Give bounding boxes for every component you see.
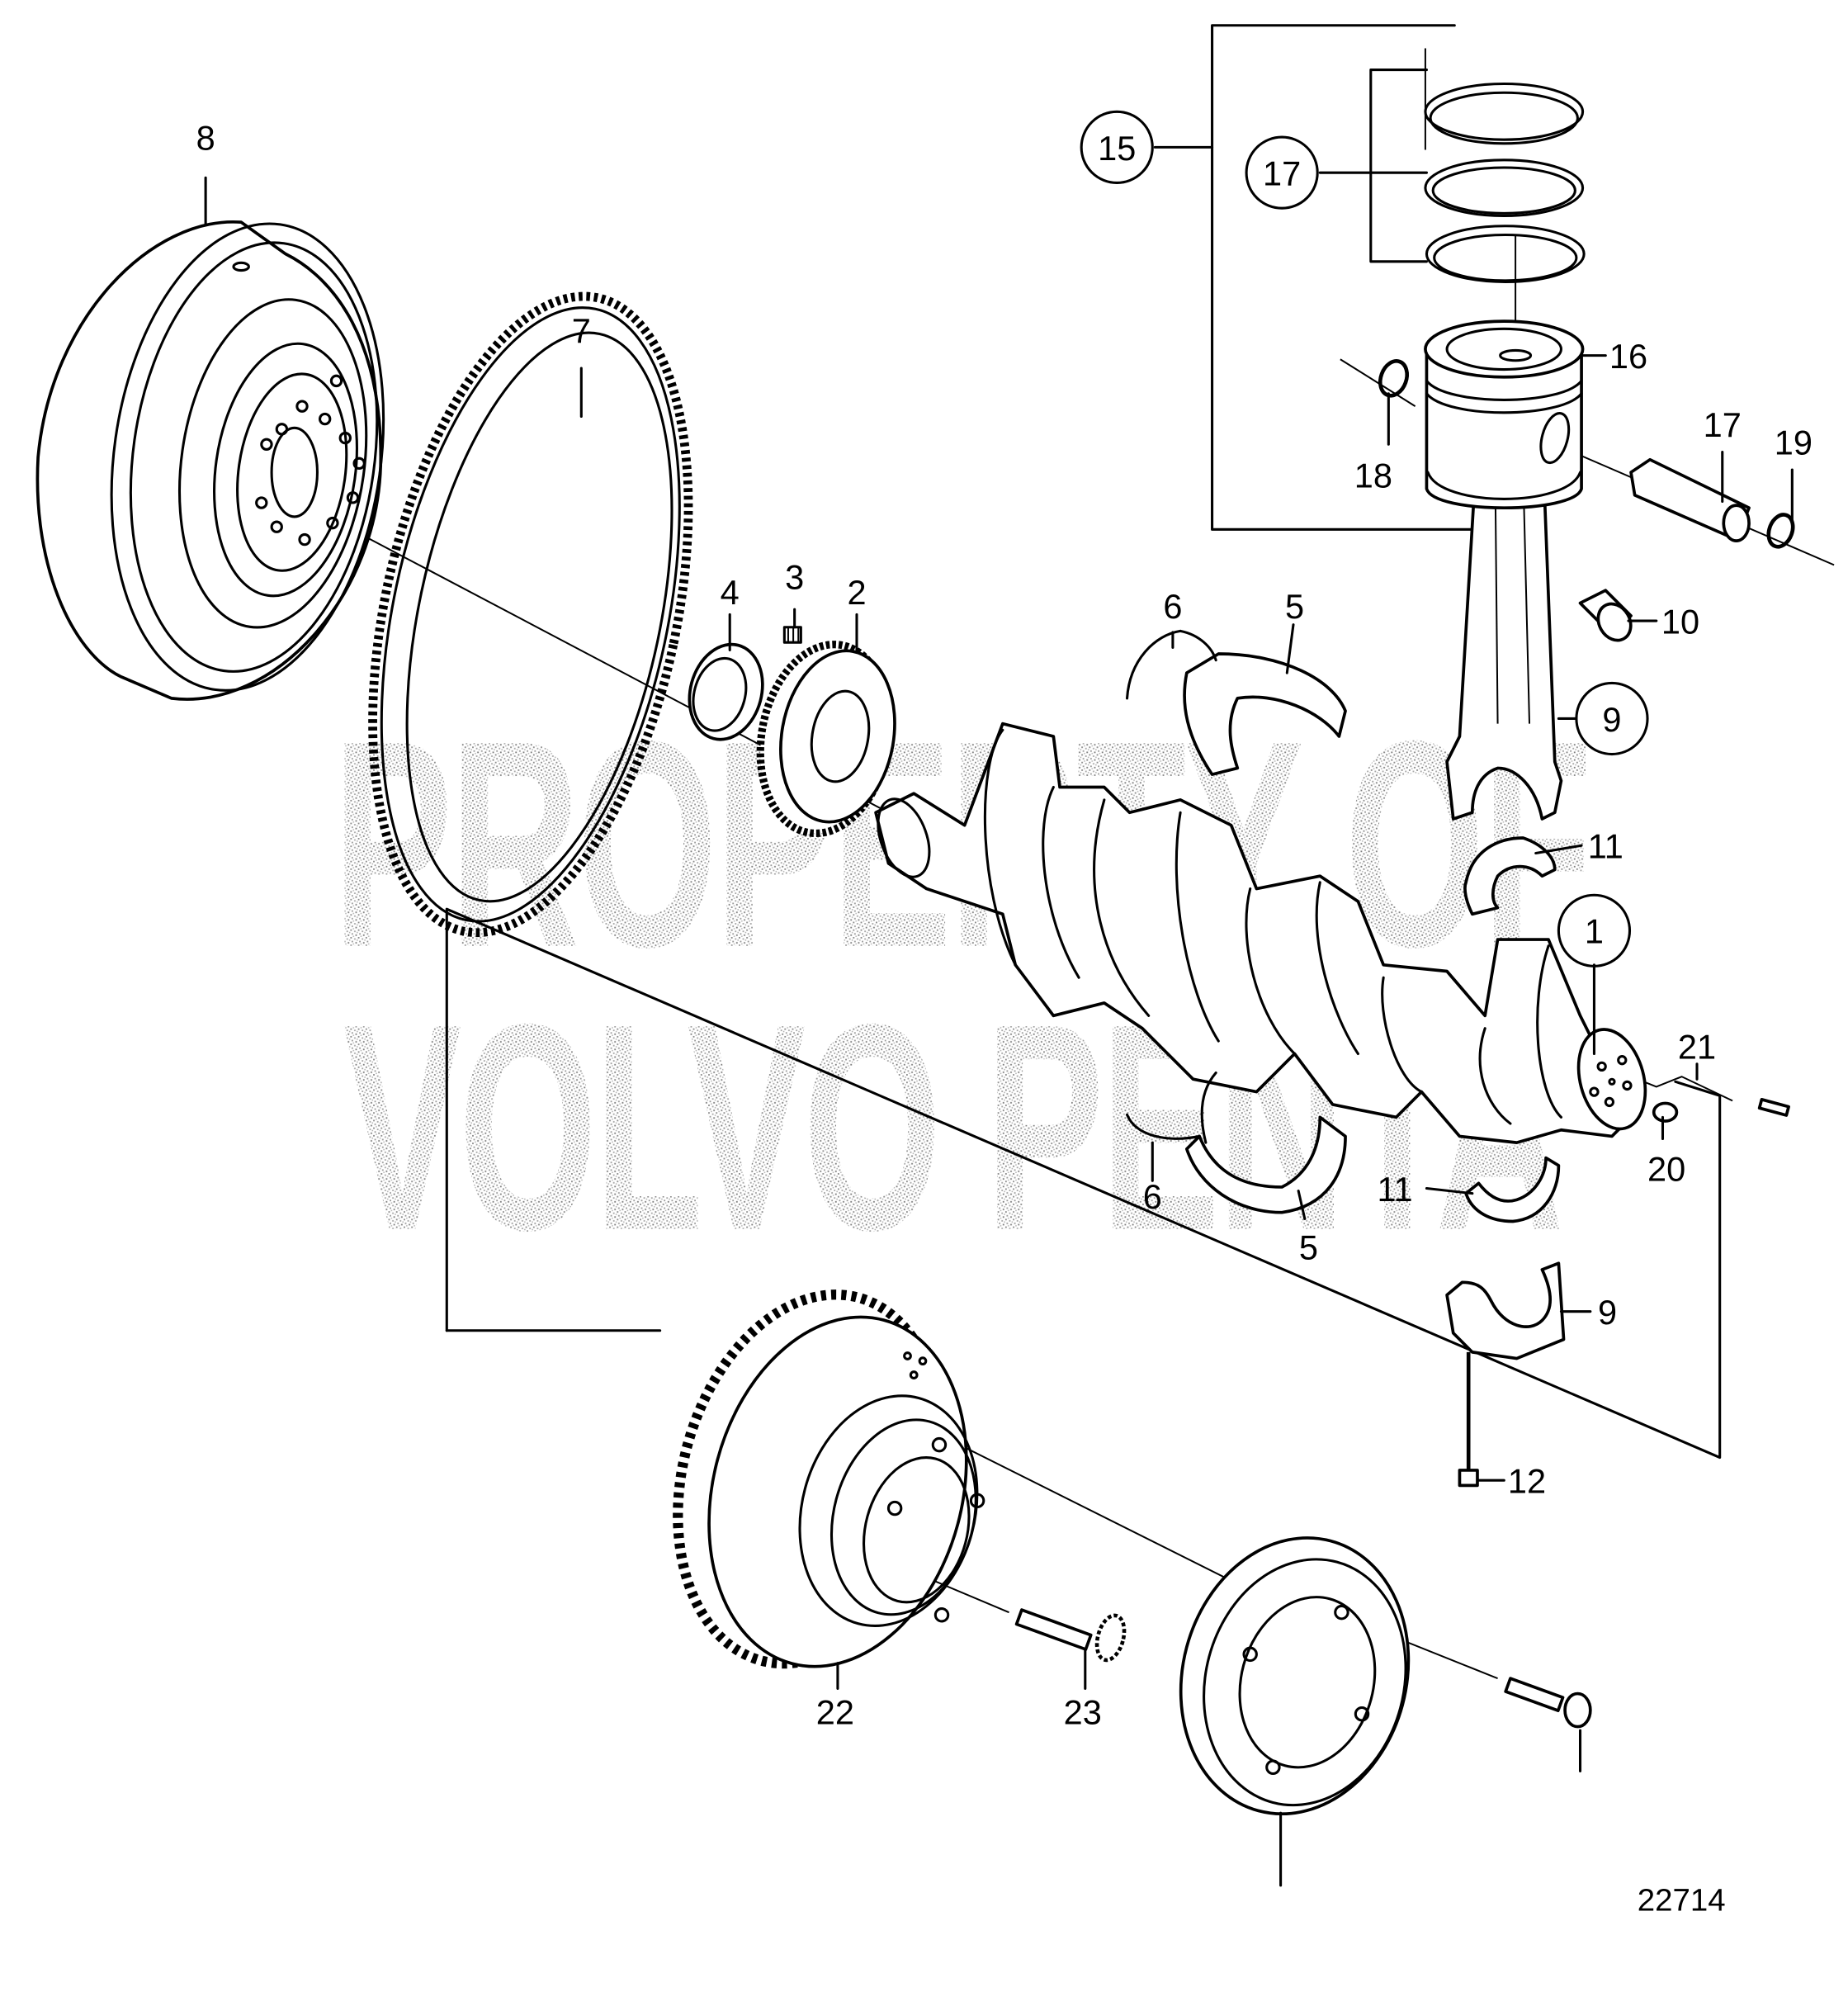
- big-end-bearing-lower[interactable]: [1464, 1156, 1561, 1223]
- callout-12[interactable]: 12: [1508, 1462, 1546, 1501]
- callout-18[interactable]: 20: [1647, 1149, 1685, 1188]
- assembly-lines: [281, 24, 1835, 1680]
- vibration-damper-pulley[interactable]: [639, 1265, 1004, 1696]
- callout-9-rod[interactable]: 9: [1602, 700, 1621, 739]
- piston-pin[interactable]: [1629, 457, 1751, 543]
- callout-21[interactable]: 23: [1064, 1692, 1102, 1731]
- flange-screw[interactable]: [1014, 1608, 1129, 1663]
- piston-ring-bottom[interactable]: [1425, 225, 1586, 283]
- piston[interactable]: [1424, 319, 1585, 510]
- callout-15[interactable]: 17: [1263, 154, 1301, 193]
- drawing-number: 22714: [1638, 1883, 1726, 1919]
- callout-2[interactable]: 2: [847, 573, 866, 612]
- big-end-bearing-upper[interactable]: [1463, 836, 1557, 916]
- callout-1[interactable]: 1: [1585, 912, 1604, 951]
- ring-gear[interactable]: [320, 267, 740, 962]
- flange-screw-pulley[interactable]: [1504, 1677, 1592, 1729]
- callout-5-lower[interactable]: 5: [1299, 1228, 1318, 1267]
- crankshaft-gear[interactable]: [746, 634, 908, 844]
- callout-circles: [1080, 110, 1649, 968]
- callout-4[interactable]: 4: [721, 573, 740, 612]
- callout-11-lower[interactable]: 11: [1377, 1170, 1412, 1209]
- callout-6-lower[interactable]: 6: [1143, 1177, 1162, 1216]
- callout-6-upper[interactable]: 6: [1163, 587, 1182, 626]
- pulley[interactable]: [1151, 1512, 1439, 1840]
- piston-ring-middle[interactable]: [1424, 159, 1585, 217]
- guide-pin[interactable]: [1757, 1097, 1790, 1117]
- thrust-washer-lower[interactable]: [1126, 1072, 1217, 1144]
- callout-17-right[interactable]: 19: [1775, 423, 1813, 462]
- callout-11-upper[interactable]: 11: [1588, 827, 1623, 866]
- callout-3[interactable]: 3: [785, 558, 804, 597]
- flywheel[interactable]: [35, 206, 412, 707]
- callout-8[interactable]: 8: [196, 118, 215, 157]
- callout-5-upper[interactable]: 5: [1285, 587, 1304, 626]
- callout-9-cap[interactable]: 9: [1598, 1293, 1617, 1332]
- callout-7[interactable]: 7: [572, 311, 591, 350]
- callout-14[interactable]: 16: [1609, 337, 1647, 376]
- callout-13[interactable]: 15: [1098, 129, 1136, 168]
- callout-labels: 8 7 4 3 2 6 5 15 17 16 18 17 19 10 9 11 …: [196, 118, 1813, 1731]
- callout-10[interactable]: 10: [1661, 602, 1699, 641]
- seal-ring[interactable]: [679, 636, 773, 748]
- circlip-right[interactable]: [1765, 511, 1798, 550]
- set-screw[interactable]: [782, 626, 802, 644]
- callout-20[interactable]: 22: [816, 1692, 854, 1731]
- main-bearing-upper[interactable]: [1183, 652, 1347, 776]
- callout-19[interactable]: 21: [1678, 1028, 1716, 1067]
- bushing[interactable]: [1578, 589, 1638, 646]
- connecting-rod-cap[interactable]: [1445, 1261, 1566, 1360]
- leader-lines: [204, 176, 1794, 1887]
- rod-bolt[interactable]: [1458, 1351, 1479, 1488]
- piston-ring-top[interactable]: [1424, 82, 1585, 145]
- main-bearing-lower[interactable]: [1184, 1115, 1347, 1214]
- guide-sleeve[interactable]: [1652, 1101, 1679, 1123]
- callout-16[interactable]: 17: [1704, 405, 1742, 444]
- callout-17-left[interactable]: 18: [1354, 457, 1392, 495]
